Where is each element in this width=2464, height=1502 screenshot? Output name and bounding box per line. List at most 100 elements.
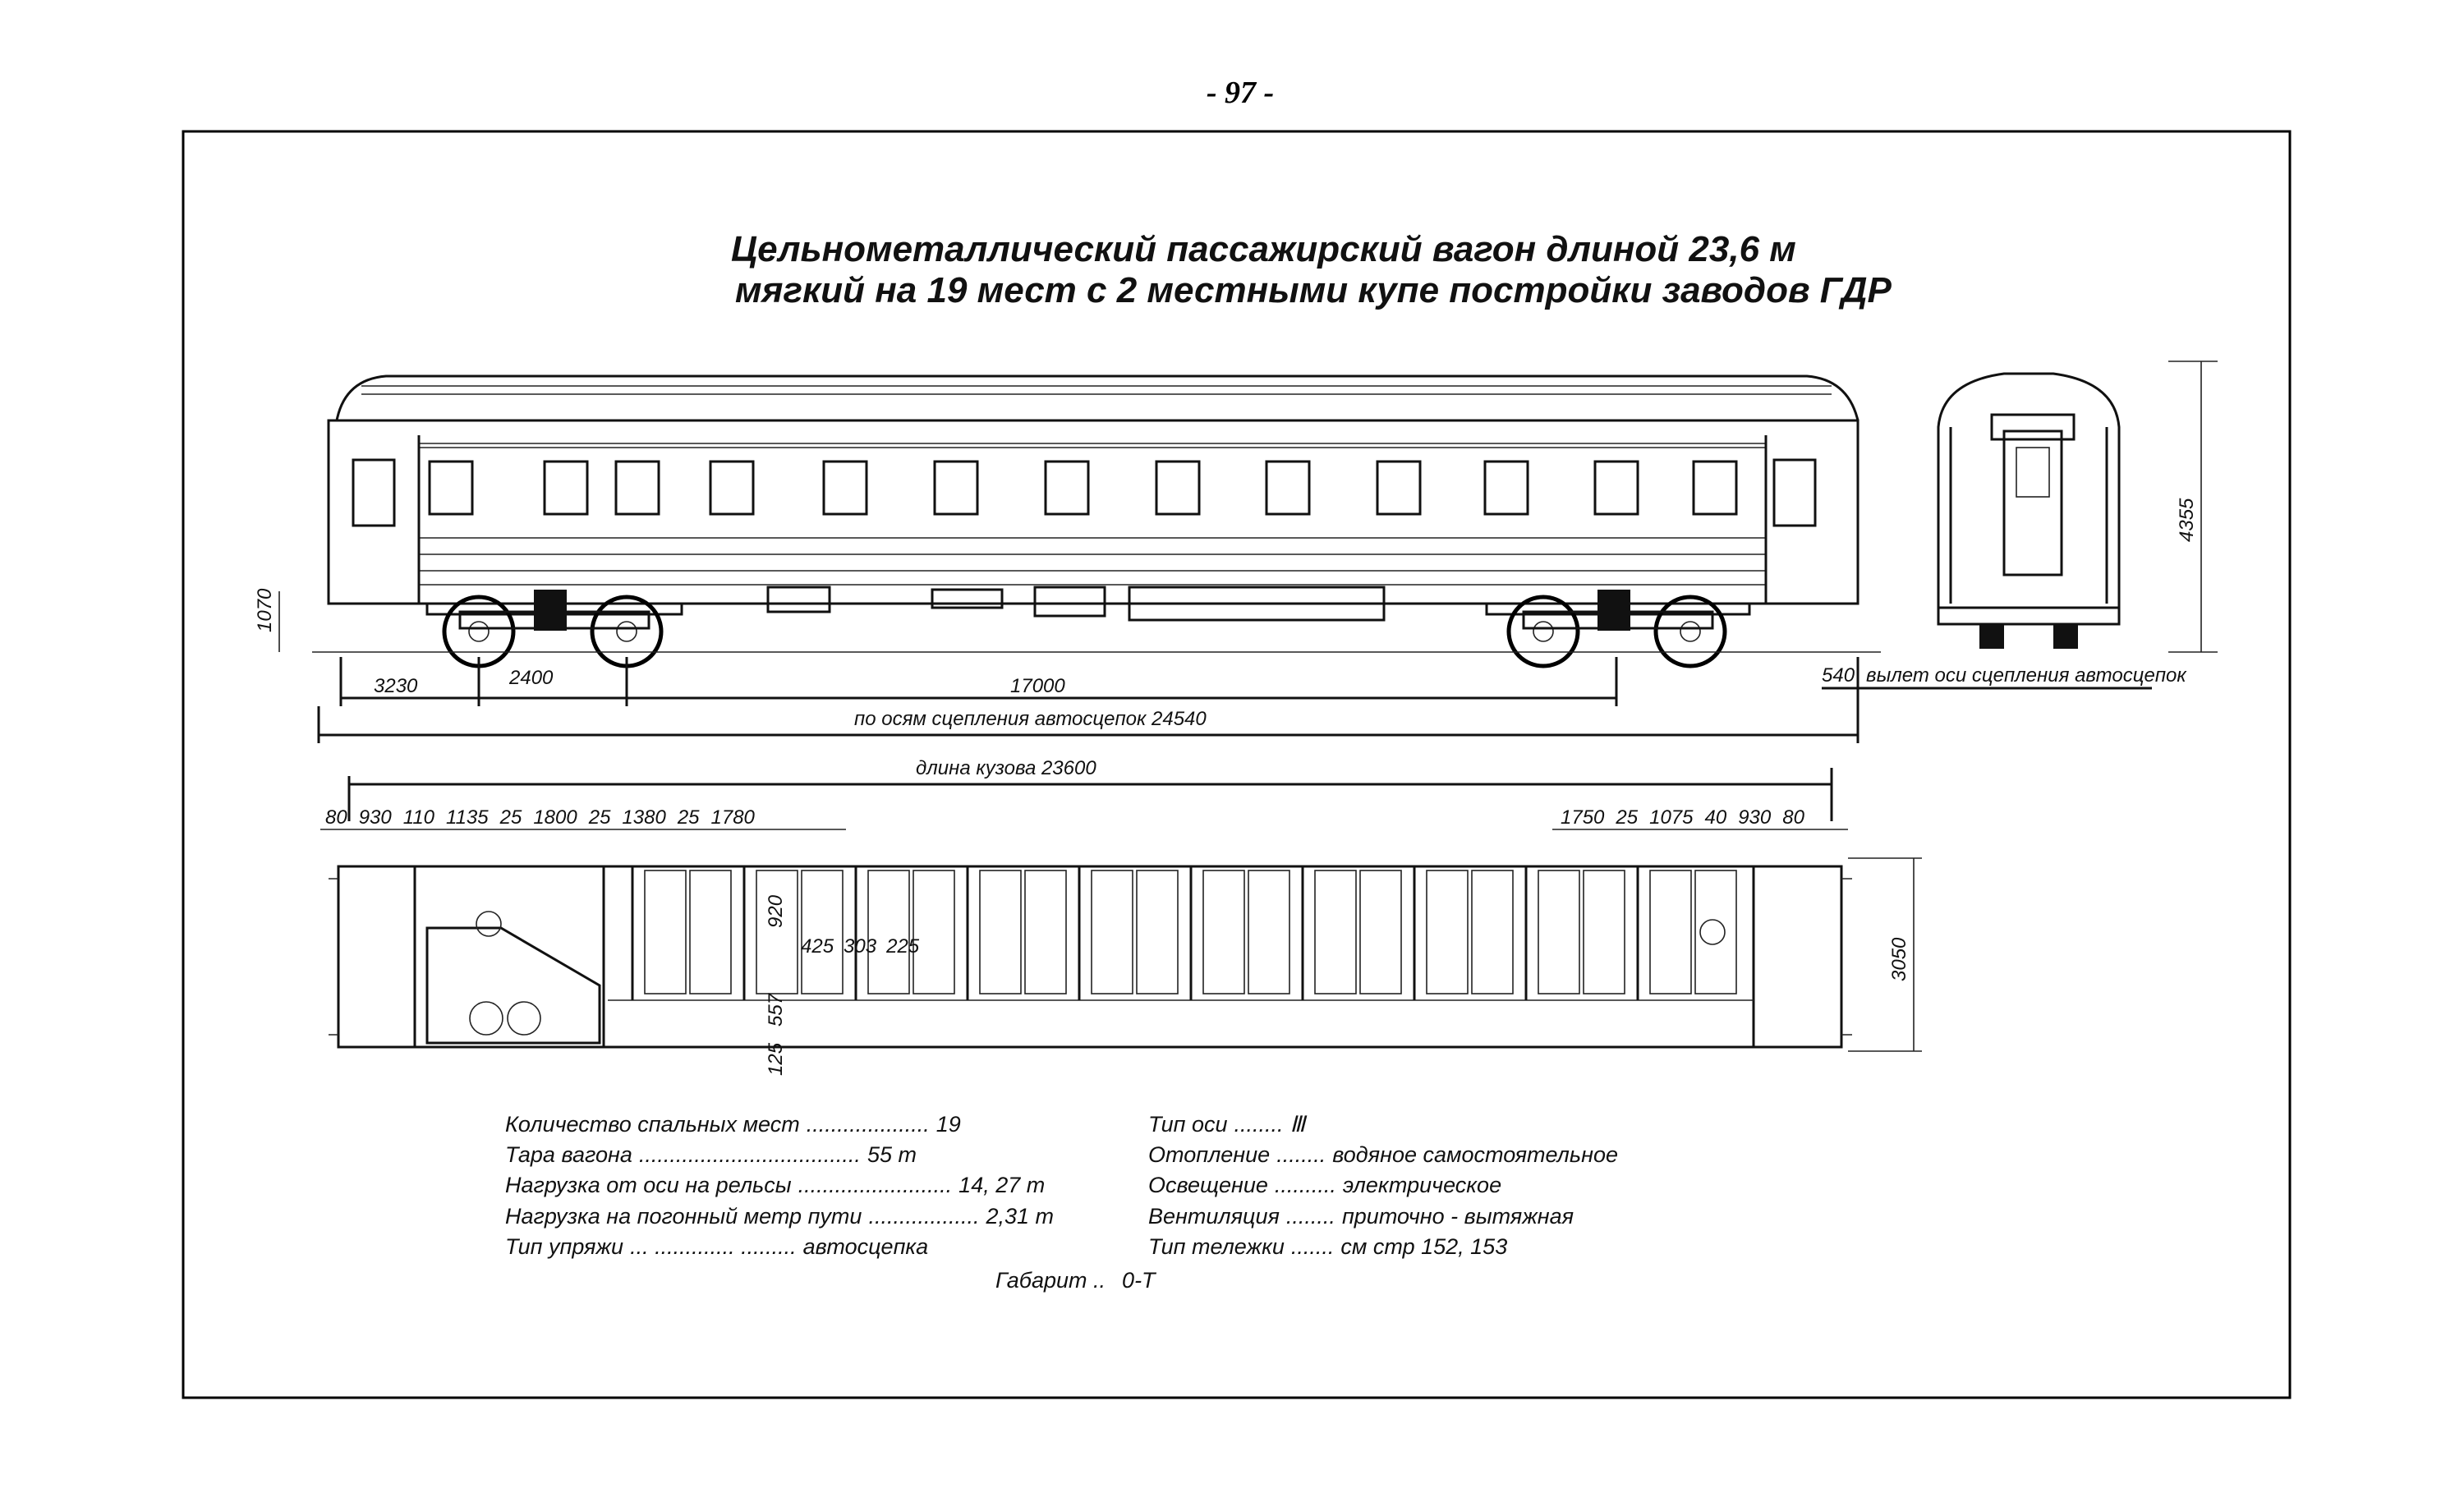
berth xyxy=(1091,870,1133,994)
spec-right-label: Вентиляция xyxy=(1148,1204,1280,1229)
plan-dim-left-3: 1135 xyxy=(446,806,489,829)
dim-overhang: 3230 xyxy=(374,675,418,697)
plan-dim-left-0: 80 xyxy=(325,806,347,829)
plan-dim-left-2: 110 xyxy=(403,806,435,829)
spec-right-label: Отопление xyxy=(1148,1142,1270,1167)
plan-dim-right-4: 930 xyxy=(1738,806,1772,829)
spec-left-dots: .................... xyxy=(807,1112,930,1137)
dim-coupler-length: по осям сцепления автосцепок 24540 xyxy=(854,708,1207,730)
spec-left-label: Тара вагона xyxy=(505,1142,632,1167)
spec-right-value: приточно - вытяжная xyxy=(1342,1204,1574,1229)
compartments xyxy=(631,866,1737,1000)
berth xyxy=(979,870,1022,994)
window xyxy=(822,460,868,516)
underframe xyxy=(425,602,1751,616)
plan-dim-right-2: 1075 xyxy=(1649,806,1694,829)
spec-left-value: 2,31 т xyxy=(985,1204,1054,1229)
berth xyxy=(1694,870,1737,994)
title-line-2: мягкий на 19 мест с 2 местными купе пост… xyxy=(735,270,1892,310)
side-view: 1070 3230 2400 17000 по осям сцепления а… xyxy=(254,374,2187,821)
berth xyxy=(1248,870,1290,994)
bogie-right xyxy=(1506,590,1727,668)
berth xyxy=(1583,870,1625,994)
plan-outline xyxy=(337,865,1843,1049)
window xyxy=(709,460,755,516)
spec-right-label: Тип тележки xyxy=(1148,1234,1285,1259)
gabarit-label: Габарит .. xyxy=(995,1268,1106,1293)
dim-inner-1: 920 xyxy=(765,894,787,928)
spec-left-dots: .................................... xyxy=(639,1142,861,1167)
dim-plan-width: 3050 xyxy=(1888,937,1910,981)
spec-left-label: Количество спальных мест xyxy=(505,1112,800,1137)
plan-dim-left-4: 25 xyxy=(499,806,522,829)
spec-right-dots: ........ xyxy=(1234,1112,1284,1137)
dim-coupler-offset-label: вылет оси сцепления автосцепок xyxy=(1866,664,2187,687)
underfloor-boxes xyxy=(766,586,1386,622)
window xyxy=(1265,460,1311,516)
plan-dim-left-5: 1800 xyxy=(533,806,577,829)
berth xyxy=(644,870,687,994)
window xyxy=(614,460,660,516)
spec-right-dots: ........ xyxy=(1276,1142,1326,1167)
plan-dim-right-3: 40 xyxy=(1704,806,1726,829)
window xyxy=(1593,460,1639,516)
spec-right-label: Освещение xyxy=(1148,1173,1268,1197)
dim-inner-2: 425 xyxy=(801,935,834,958)
plan-dim-left-9: 1780 xyxy=(711,806,756,829)
dim-body-length: длина кузова 23600 xyxy=(916,757,1096,779)
spec-right-dots: ........ xyxy=(1286,1204,1335,1229)
page-number: - 97 - xyxy=(1207,76,1274,110)
berth xyxy=(756,870,798,994)
berth xyxy=(1202,870,1245,994)
plan-dim-right-1: 25 xyxy=(1615,806,1638,829)
bogie-left xyxy=(442,590,664,668)
spec-left-value: 19 xyxy=(936,1112,961,1137)
berth xyxy=(1314,870,1357,994)
window xyxy=(543,460,589,516)
spec-left-label: Тип упряжи xyxy=(505,1234,623,1259)
spec-left-label: Нагрузка на погонный метр пути xyxy=(505,1204,862,1229)
window xyxy=(1376,460,1422,516)
berth xyxy=(1471,870,1514,994)
end-view: 4355 xyxy=(1937,361,2218,653)
plan-dim-left-6: 25 xyxy=(588,806,611,829)
berth xyxy=(1426,870,1469,994)
door-window-left xyxy=(352,458,396,527)
end-door xyxy=(2002,429,2063,576)
spec-right-value: Ⅲ xyxy=(1290,1112,1308,1137)
spec-left-label: Нагрузка от оси на рельсы xyxy=(505,1173,792,1197)
window xyxy=(933,460,979,516)
spec-left-dots: ... ............. ......... xyxy=(630,1234,797,1259)
dim-inner-6: 557 xyxy=(765,992,787,1027)
window xyxy=(1155,460,1201,516)
spec-left-value: 14, 27 т xyxy=(958,1173,1045,1197)
spec-left-dots: .................. xyxy=(868,1204,979,1229)
spec-right-label: Тип оси xyxy=(1148,1112,1228,1137)
dim-inner-3: 303 xyxy=(844,935,877,958)
spec-left-value: автосцепка xyxy=(803,1234,929,1259)
dim-bogie-base: 2400 xyxy=(508,667,554,689)
plan-dim-left-1: 930 xyxy=(359,806,393,829)
car-body xyxy=(327,419,1859,605)
berth xyxy=(1359,870,1402,994)
spec-left-dots: ......................... xyxy=(798,1173,953,1197)
side-windows xyxy=(428,460,1738,516)
window xyxy=(1044,460,1090,516)
spec-right-value: водяное самостоятельное xyxy=(1332,1142,1618,1167)
plan-dim-left-7: 1380 xyxy=(622,806,666,829)
berth xyxy=(689,870,732,994)
drawing-title: Цельнометаллический пассажирский вагон д… xyxy=(731,229,1892,310)
dim-inner-4: 225 xyxy=(885,935,920,958)
berth xyxy=(801,870,844,994)
berth xyxy=(1024,870,1067,994)
spec-left-value: 55 т xyxy=(867,1142,917,1167)
dim-inner-5: 125 xyxy=(765,1042,787,1076)
spec-right-dots: .......... xyxy=(1275,1173,1336,1197)
title-line-1: Цельнометаллический пассажирский вагон д… xyxy=(731,229,1796,269)
dim-end-height: 4355 xyxy=(2176,498,2198,542)
spec-right-value: см стр 152, 153 xyxy=(1340,1234,1507,1259)
